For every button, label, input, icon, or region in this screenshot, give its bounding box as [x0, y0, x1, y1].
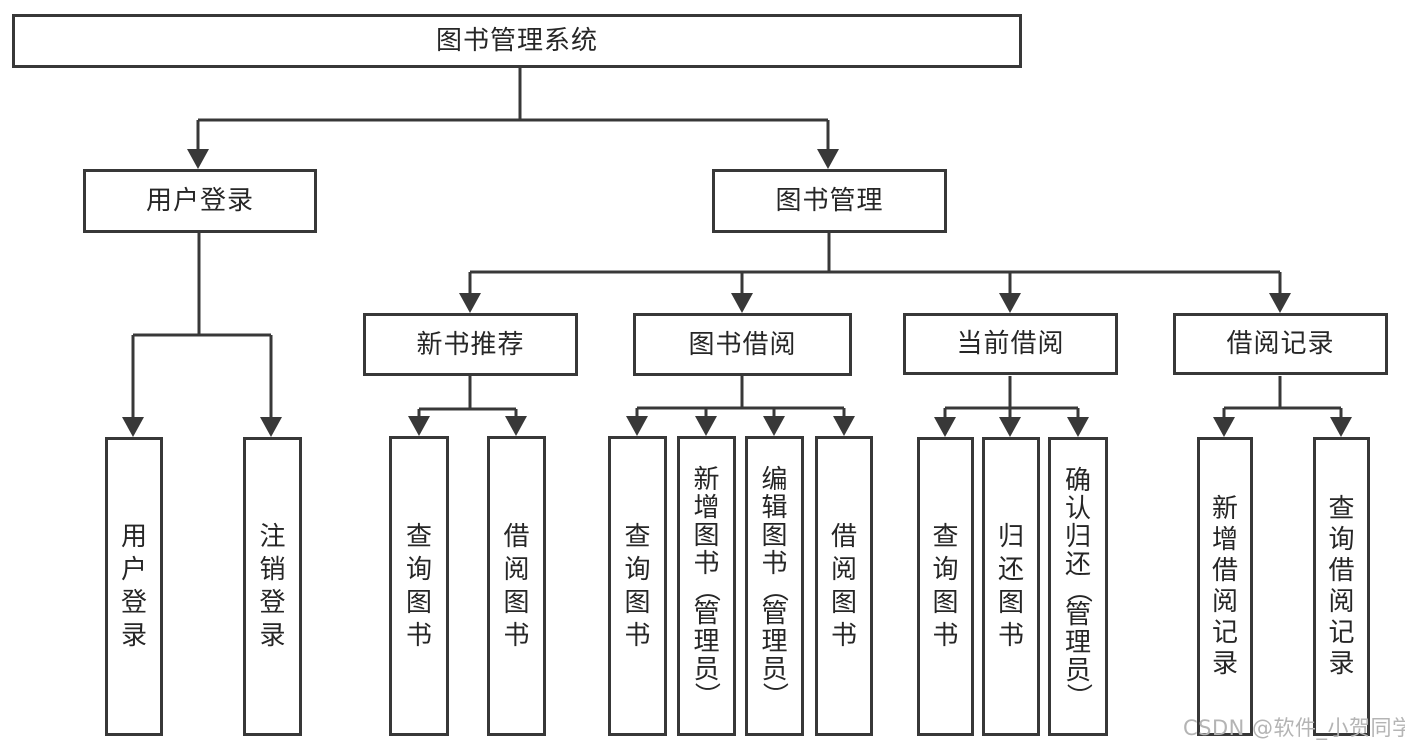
leaf-label: 借阅图书: [830, 521, 857, 651]
leaf-add-borrow-record: 新增借阅记录: [1197, 437, 1253, 736]
leaf-borrow-books-recommend: 借阅图书: [487, 436, 546, 736]
node-current-borrowing: 当前借阅: [903, 313, 1118, 375]
connector-path: [131, 68, 1343, 419]
node-user-login: 用户登录: [83, 169, 317, 233]
leaf-query-books-recommend: 查询图书: [389, 436, 449, 736]
leaf-label: 编辑图书（管理员）: [759, 465, 790, 709]
leaf-label: 注销登录: [259, 522, 286, 651]
node-book-management: 图书管理: [712, 169, 947, 233]
leaf-label: 查询图书: [932, 522, 959, 651]
leaf-query-books-current: 查询图书: [917, 437, 974, 736]
node-new-book-recommendation: 新书推荐: [363, 313, 578, 376]
leaf-label: 新增借阅记录: [1211, 494, 1238, 679]
leaf-return-books: 归还图书: [982, 437, 1040, 736]
leaf-label: 新增图书（管理员）: [691, 465, 722, 709]
node-label: 用户登录: [145, 186, 254, 216]
leaf-borrow-books-borrowing: 借阅图书: [815, 436, 873, 736]
node-label: 图书管理: [775, 186, 884, 216]
leaf-label: 归还图书: [997, 522, 1024, 651]
node-borrowing-records: 借阅记录: [1173, 313, 1388, 375]
leaf-add-books-admin: 新增图书（管理员）: [677, 436, 736, 736]
leaf-label: 查询借阅记录: [1328, 494, 1355, 679]
leaf-label: 用户登录: [120, 522, 147, 651]
leaf-user-login: 用户登录: [105, 437, 163, 736]
node-label: 新书推荐: [416, 329, 525, 360]
leaf-label: 查询图书: [405, 521, 432, 651]
leaf-logout-login: 注销登录: [243, 437, 302, 736]
leaf-query-books-borrowing: 查询图书: [608, 436, 667, 736]
node-label: 当前借阅: [956, 329, 1065, 359]
arrowheads: [122, 149, 1352, 437]
leaf-label: 确认归还（管理员）: [1062, 465, 1093, 709]
leaf-confirm-return-admin: 确认归还（管理员）: [1048, 437, 1108, 736]
node-label: 图书管理系统: [435, 26, 598, 56]
node-label: 图书借阅: [688, 329, 797, 360]
watermark-text: CSDN @软件_小贺同学: [1183, 716, 1405, 740]
leaf-edit-books-admin: 编辑图书（管理员）: [745, 436, 804, 736]
node-book-borrowing: 图书借阅: [633, 313, 852, 376]
node-label: 借阅记录: [1226, 329, 1335, 359]
node-library-management-system: 图书管理系统: [12, 14, 1022, 68]
leaf-label: 查询图书: [624, 521, 651, 651]
leaf-query-borrow-record: 查询借阅记录: [1313, 437, 1370, 736]
leaf-label: 借阅图书: [503, 521, 530, 651]
